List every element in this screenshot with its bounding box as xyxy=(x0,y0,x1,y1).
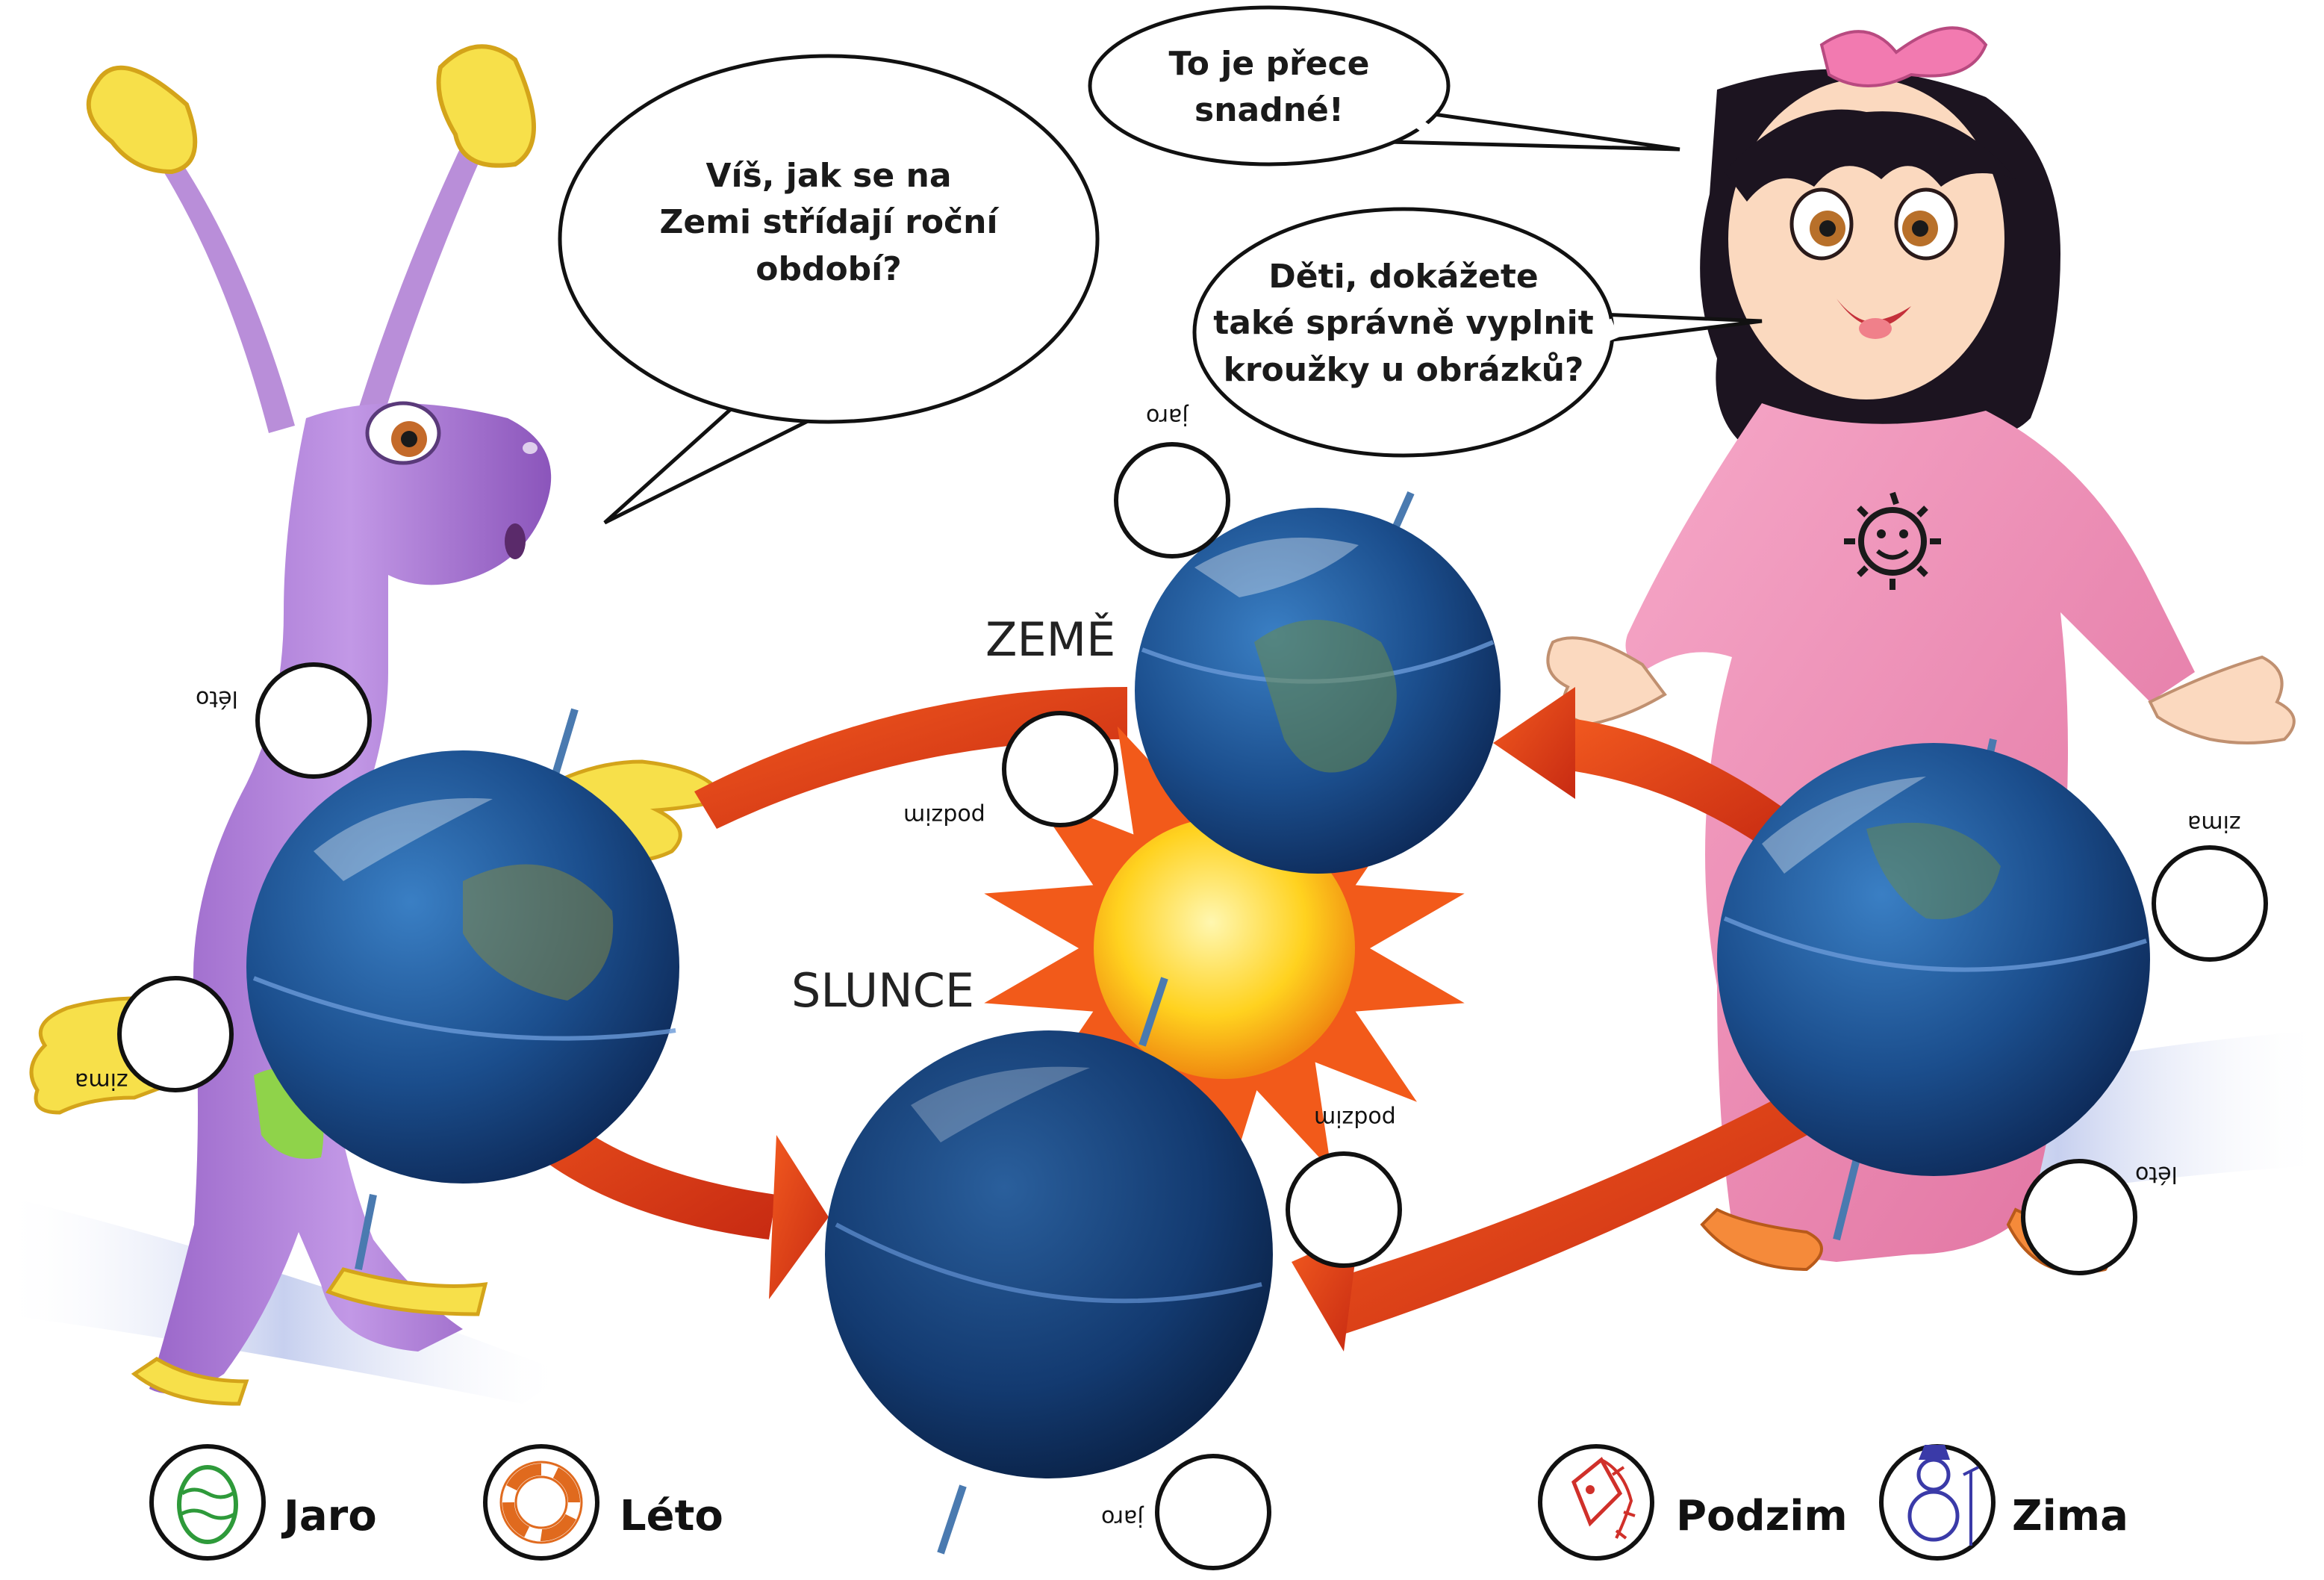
girl-top-speech-line-1: To je přece xyxy=(1168,45,1370,83)
season-label-topleft-podzim: podzim xyxy=(903,803,985,829)
arrow-bottom-right xyxy=(1314,1083,1822,1337)
season-label-right-zima: zima xyxy=(2187,810,2241,836)
arrow-top-left xyxy=(694,687,1127,829)
snowman-icon xyxy=(1907,1445,1979,1546)
girl-top-speech-line-2: snadné! xyxy=(1194,91,1344,130)
answer-circle-topleft[interactable] xyxy=(1002,711,1118,827)
answer-circle-left-upper[interactable] xyxy=(255,662,372,779)
season-label-left-leto: léto xyxy=(196,685,238,712)
answer-circle-right-lower[interactable] xyxy=(2021,1159,2137,1275)
earth-left xyxy=(246,708,679,1270)
arrow-top-right-head xyxy=(1493,687,1575,799)
season-label-top-jaro: jaro xyxy=(1146,403,1189,429)
girl-middle-speech-line-2: také správně vyplnit xyxy=(1213,304,1594,343)
legend-label-jaro: Jaro xyxy=(284,1492,377,1540)
legend-podzim-circle xyxy=(1538,1444,1654,1561)
answer-circle-right-upper[interactable] xyxy=(2152,845,2268,962)
earth-label: ZEMĚ xyxy=(985,612,1116,667)
easter-egg-icon xyxy=(177,1465,238,1544)
legend-label-leto: Léto xyxy=(620,1492,723,1540)
alien-speech-line-1: Víš, jak se na xyxy=(705,157,952,195)
girl-middle-speech-line-3: kroužky u obrázků? xyxy=(1223,350,1584,389)
alien-speech-line-2: Zemi střídají roční xyxy=(659,203,998,242)
arrow-bottom-left-head xyxy=(769,1135,829,1299)
earth-right xyxy=(1717,738,2150,1241)
speech-bubble-alien xyxy=(558,54,1100,525)
legend-icons xyxy=(149,1444,1996,1561)
legend-label-zima: Zima xyxy=(2012,1492,2128,1540)
season-label-right-leto: léto xyxy=(2135,1161,2178,1187)
speech-bubble-girl-top xyxy=(1088,5,1680,167)
answer-circle-top[interactable] xyxy=(1114,442,1230,559)
legend-label-podzim: Podzim xyxy=(1676,1492,1848,1540)
floor-shadow-left xyxy=(0,1195,567,1404)
speech-bubble-girl-middle xyxy=(1192,207,1763,458)
arrow-top-right xyxy=(1560,717,1792,851)
earth-bottom xyxy=(825,977,1273,1555)
alien-speech-text: Víš, jak se na Zemi střídají roční obdob… xyxy=(620,153,1038,293)
season-label-bottom-podzim: podzim xyxy=(1314,1105,1396,1131)
season-label-bottom-jaro: jaro xyxy=(1101,1505,1144,1531)
girl-top-speech-text: To je přece snadné! xyxy=(1127,41,1411,134)
earth-top xyxy=(1135,491,1501,874)
answer-circle-bottom[interactable] xyxy=(1155,1454,1271,1570)
answer-circle-left-lower[interactable] xyxy=(117,976,234,1092)
season-label-left-zima: zima xyxy=(75,1068,128,1094)
legend-zima-circle xyxy=(1879,1444,1996,1561)
girl-middle-speech-text: Děti, dokážete také správně vyplnit krou… xyxy=(1209,254,1598,394)
alien-speech-line-3: období? xyxy=(756,249,902,288)
girl-middle-speech-line-1: Děti, dokážete xyxy=(1268,258,1539,296)
sun-label: SLUNCE xyxy=(791,963,975,1018)
lifebuoy-icon xyxy=(499,1461,583,1544)
answer-circle-bottom-right[interactable] xyxy=(1286,1151,1402,1268)
legend-jaro-circle xyxy=(149,1444,266,1561)
kite-icon xyxy=(1571,1457,1636,1540)
